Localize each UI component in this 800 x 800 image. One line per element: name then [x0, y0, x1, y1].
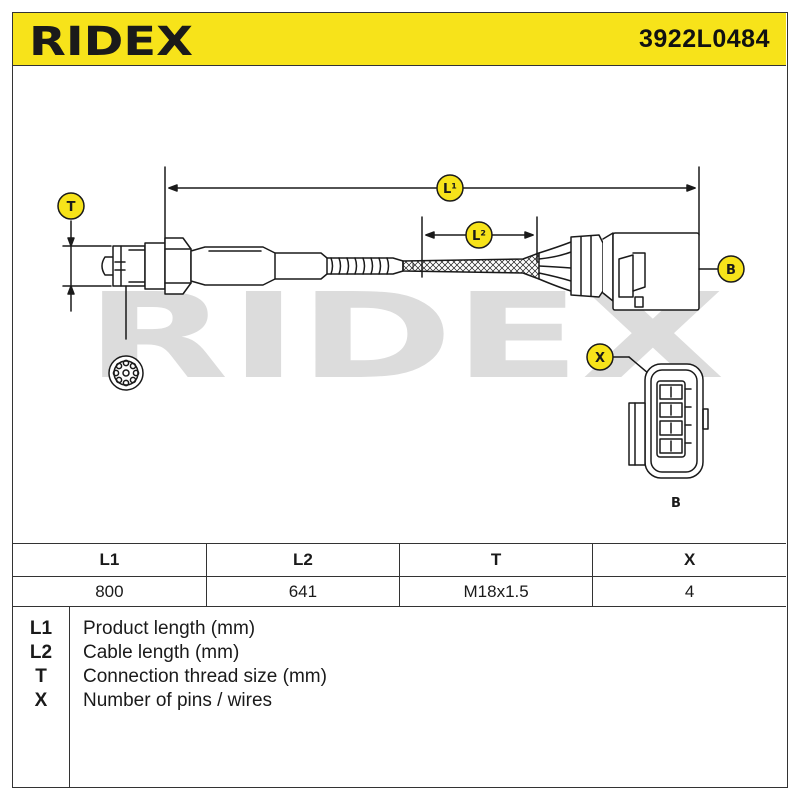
dimension-l1 — [164, 166, 700, 246]
legend-desc: Number of pins / wires — [83, 690, 273, 711]
callout-b-label: B — [726, 263, 736, 278]
legend: L1 Product length (mm) L2 Cable length (… — [13, 606, 786, 787]
wire-fanout — [538, 234, 604, 298]
brand-logo-text: RIDEX — [29, 19, 193, 61]
legend-key: T — [35, 666, 47, 687]
legend-item: L2 Cable length (mm) — [13, 642, 786, 666]
table-header-cell: L2 — [205, 543, 401, 577]
legend-item: L1 Product length (mm) — [13, 618, 786, 642]
dimension-t — [62, 220, 112, 312]
table-cell: M18x1.5 — [398, 576, 594, 607]
table-cell: 641 — [205, 576, 401, 607]
table-cell: 4 — [592, 576, 786, 607]
legend-divider — [69, 606, 70, 787]
legend-key: X — [34, 690, 48, 711]
callout-b: B — [717, 255, 745, 283]
callout-x-label: X — [595, 351, 605, 366]
page-frame: RIDEX 3922L0484 RIDEX — [12, 12, 788, 788]
table-row: 800 641 M18x1.5 4 — [13, 576, 786, 607]
header: RIDEX 3922L0484 — [13, 13, 786, 66]
callout-l1-label: L¹ — [443, 182, 457, 197]
callout-t-label: T — [67, 200, 76, 215]
technical-drawing: RIDEX — [13, 67, 786, 547]
connector-front-view — [612, 356, 709, 479]
callout-l2-label: L² — [472, 229, 486, 244]
sensor-probe — [101, 237, 328, 295]
legend-desc: Product length (mm) — [83, 618, 256, 639]
table-header-cell: L1 — [13, 543, 207, 577]
table-header-row: L1 L2 T X — [13, 543, 786, 577]
legend-item: T Connection thread size (mm) — [13, 666, 786, 690]
dimensions-table: L1 L2 T X 800 641 M18x1.5 4 — [13, 543, 786, 607]
brand-logo: RIDEX — [29, 19, 193, 61]
legend-desc: Cable length (mm) — [83, 642, 240, 663]
legend-desc: Connection thread size (mm) — [83, 666, 327, 687]
plug-connector — [602, 232, 700, 311]
connector-caption: B — [671, 496, 681, 511]
legend-item: X Number of pins / wires — [13, 690, 786, 714]
legend-key: L1 — [29, 618, 53, 639]
part-number: 3922L0484 — [638, 25, 770, 53]
thread-end-view — [108, 285, 144, 391]
callout-l1: L¹ — [436, 174, 464, 202]
legend-key: L2 — [29, 642, 53, 663]
sensor-drawing: RIDEX — [57, 166, 745, 511]
callout-t: T — [57, 192, 85, 220]
callout-l2: L² — [465, 221, 493, 249]
table-header-cell: X — [592, 543, 786, 577]
table-header-cell: T — [398, 543, 594, 577]
table-cell: 800 — [13, 576, 207, 607]
callout-x: X — [586, 343, 614, 371]
